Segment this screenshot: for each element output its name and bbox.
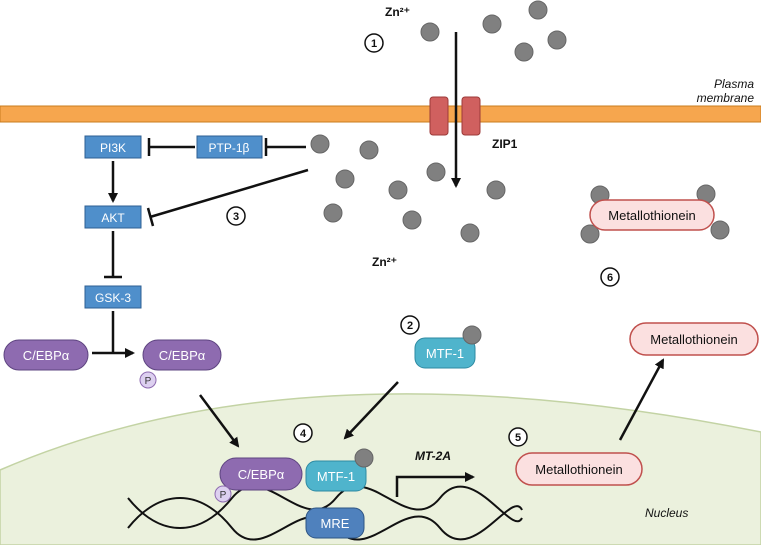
metallothionein-label-cyto: Metallothionein — [608, 208, 695, 223]
step-markers — [226, 33, 620, 447]
plasma-membrane-label-2: membrane — [697, 91, 755, 105]
step-6-label: 6 — [607, 272, 613, 284]
metallothionein-cytoplasm — [589, 199, 715, 231]
step-5-marker — [508, 427, 528, 447]
zip1-channel-left — [429, 96, 449, 136]
mtf1-label-nucleus: MTF-1 — [317, 469, 355, 484]
metallothionein-label-nucleus: Metallothionein — [535, 462, 622, 477]
gene-label: MT-2A — [415, 449, 451, 463]
zinc-ion — [462, 325, 482, 345]
mtf1-cytoplasm — [414, 337, 476, 369]
transcription-arrow — [395, 472, 475, 497]
zinc-ion — [420, 22, 440, 42]
zinc-label-bottom: Zn²⁺ — [372, 255, 397, 269]
cebpa-nuclear — [219, 457, 303, 491]
zinc-ion — [460, 223, 480, 243]
ptp1b-label: PTP-1β — [209, 141, 250, 155]
signaling-edges — [92, 138, 665, 497]
zinc-ion — [580, 224, 600, 244]
zinc-ion — [323, 203, 343, 223]
zinc-ion — [354, 448, 374, 468]
zinc-ion — [359, 140, 379, 160]
mre-element — [305, 507, 365, 539]
step-2-marker — [400, 315, 420, 335]
step-4-label: 4 — [300, 428, 307, 440]
phospho-badge — [139, 371, 157, 389]
phospho-label: P — [145, 376, 152, 387]
step-2-label: 2 — [407, 320, 413, 332]
ptp1b-box — [196, 135, 263, 159]
metallothionein-label-out: Metallothionein — [650, 332, 737, 347]
zinc-ions — [310, 0, 730, 244]
mtf1-nuclear — [305, 460, 367, 492]
mtf1-translocation-arrow — [343, 381, 399, 440]
zinc-ion — [482, 14, 502, 34]
cebpa-phosphorylated — [142, 339, 222, 371]
pi3k-box — [84, 135, 142, 159]
phospho-label: P — [220, 490, 227, 501]
step-6-marker — [600, 267, 620, 287]
zinc-ion — [486, 180, 506, 200]
zinc-ion — [402, 210, 422, 230]
akt-label: AKT — [101, 211, 125, 225]
nucleus-label: Nucleus — [645, 506, 688, 520]
inhibit-bar — [146, 207, 155, 227]
zinc-ion — [514, 42, 534, 62]
metallothionein-exported — [629, 322, 759, 356]
plasma-membrane — [0, 105, 761, 123]
mtf1-label-cyto: MTF-1 — [426, 346, 464, 361]
zinc-inhibits-akt — [149, 168, 309, 219]
step-4-marker — [293, 423, 313, 443]
cebpa-label-right: C/EBPα — [159, 348, 206, 363]
zip1-label: ZIP1 — [492, 137, 518, 151]
zinc-ion — [310, 134, 330, 154]
zinc-label-top: Zn²⁺ — [385, 5, 410, 19]
step-1-marker — [364, 33, 384, 53]
mt-export-arrow — [618, 358, 665, 441]
plasma-membrane-label-1: Plasma — [714, 77, 754, 91]
zinc-ion — [547, 30, 567, 50]
step-labels: 1 2 3 4 5 6 — [233, 38, 613, 444]
cebpa-label-nucleus: C/EBPα — [238, 467, 285, 482]
gsk3-box — [84, 285, 142, 309]
zinc-ion — [710, 220, 730, 240]
zinc-ion — [528, 0, 548, 20]
zinc-ion — [426, 162, 446, 182]
step-3-marker — [226, 206, 246, 226]
step-1-label: 1 — [371, 38, 377, 50]
cebpa-label-left: C/EBPα — [23, 348, 70, 363]
cebpa-unphosphorylated — [3, 339, 89, 371]
step-5-label: 5 — [515, 432, 521, 444]
metallothionein-nucleus — [515, 452, 643, 486]
phospho-badge — [214, 485, 232, 503]
zinc-ion — [335, 169, 355, 189]
dna-strand-b — [127, 485, 523, 529]
zip1-channel-right — [461, 96, 481, 136]
mre-label: MRE — [321, 516, 350, 531]
nucleus-region — [0, 393, 761, 545]
pi3k-label: PI3K — [100, 141, 126, 155]
step-3-label: 3 — [233, 211, 239, 223]
zinc-ion — [388, 180, 408, 200]
akt-box — [84, 205, 142, 229]
gsk3-label: GSK-3 — [95, 291, 131, 305]
cebpa-translocation-arrow — [198, 394, 240, 448]
